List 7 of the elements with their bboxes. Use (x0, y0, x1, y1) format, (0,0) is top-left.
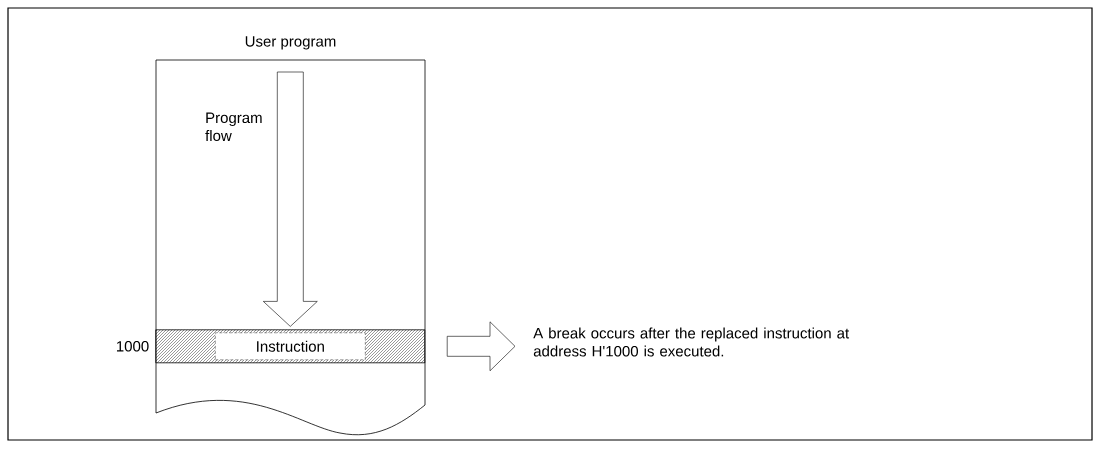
memory-row: Instruction (155, 329, 426, 364)
page-title: User program (245, 36, 336, 50)
address-label: 1000 (117, 341, 149, 352)
block-arrow (446, 321, 516, 372)
block-arrow (263, 71, 318, 327)
note-text: A break occurs after the replaced instruction at address H'1000 is executed. (533, 327, 850, 357)
edge-label: Program flow (204, 111, 271, 143)
